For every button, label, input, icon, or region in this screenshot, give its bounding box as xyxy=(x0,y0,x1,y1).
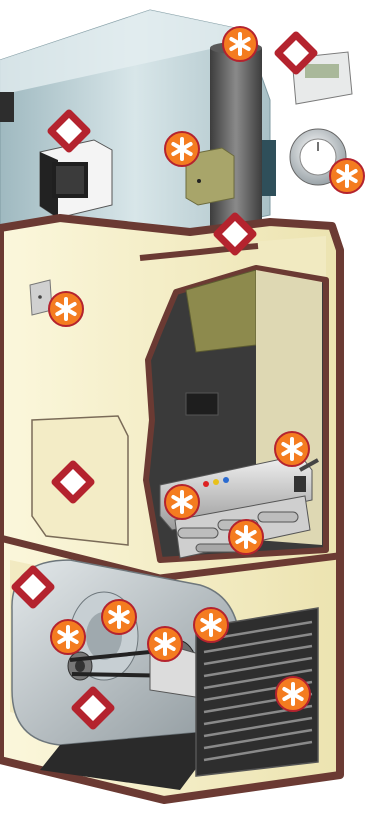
hotspot-flue-pipe[interactable] xyxy=(223,27,257,61)
hotspot-air-filter[interactable] xyxy=(276,677,310,711)
hotspot-igniter[interactable] xyxy=(275,432,309,466)
hotspot-gas-valve[interactable] xyxy=(165,485,199,519)
hotspot-limit-switch[interactable] xyxy=(49,292,83,326)
duct-opening xyxy=(0,92,14,122)
air-cleaner-unit xyxy=(40,140,112,218)
hotspot-blower-wheel[interactable] xyxy=(194,608,228,642)
hotspot-belt[interactable] xyxy=(148,627,182,661)
hotspot-burners[interactable] xyxy=(229,520,263,554)
hotspot-blower-motor[interactable] xyxy=(102,600,136,634)
hotspot-thermostat-dial[interactable] xyxy=(330,159,364,193)
hotspot-draft-inducer[interactable] xyxy=(165,132,199,166)
hotspot-blower-pulley[interactable] xyxy=(51,620,85,654)
